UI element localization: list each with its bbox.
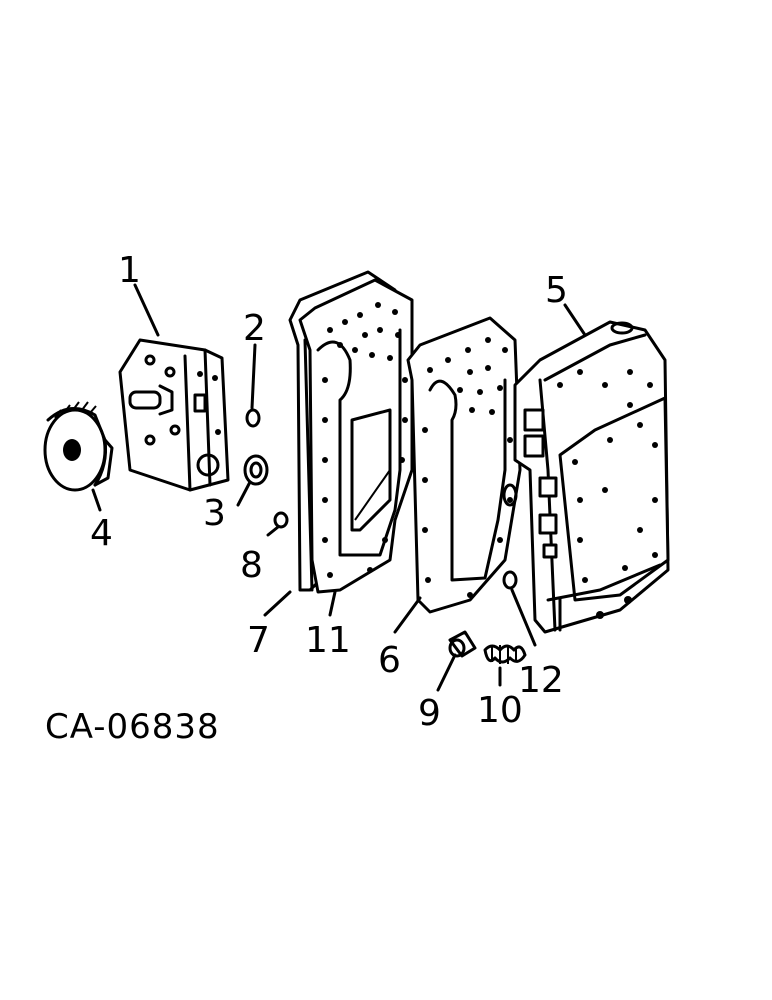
callout-12: 12 (518, 660, 564, 701)
part-3-seal (243, 454, 269, 486)
leader-9 (436, 653, 457, 692)
leader-6 (393, 596, 422, 634)
part-9-plug (448, 630, 477, 658)
part-4-gear (43, 401, 114, 492)
callout-9: 9 (418, 693, 441, 734)
part-1-pump (118, 338, 230, 492)
part-2-ring (245, 408, 261, 428)
callout-3: 3 (203, 493, 226, 534)
callout-1: 1 (118, 250, 141, 291)
part-8-o-ring (273, 511, 289, 529)
callout-10: 10 (477, 690, 523, 731)
part-11-plate (298, 278, 414, 594)
callout-4: 4 (90, 513, 113, 554)
leader-7 (263, 590, 292, 617)
part-12-o-ring (502, 570, 518, 590)
leader-3 (236, 480, 252, 507)
leader-11 (328, 590, 337, 617)
leader-8 (266, 525, 280, 537)
leader-lines (91, 283, 587, 692)
part-10-spring (483, 644, 527, 664)
callout-6: 6 (378, 640, 401, 681)
callout-7: 7 (247, 620, 270, 661)
callout-11: 11 (305, 620, 351, 661)
part-6-gasket (406, 316, 522, 614)
leader-5 (563, 303, 587, 337)
callout-5: 5 (545, 270, 568, 311)
part-5-valve-housing (513, 320, 670, 634)
drawing-code: CA-06838 (45, 707, 220, 747)
leader-2 (250, 343, 257, 410)
callout-2: 2 (243, 308, 266, 349)
leader-1 (133, 283, 160, 337)
leader-4 (91, 488, 102, 512)
leader-12 (510, 588, 537, 647)
callout-8: 8 (240, 545, 263, 586)
